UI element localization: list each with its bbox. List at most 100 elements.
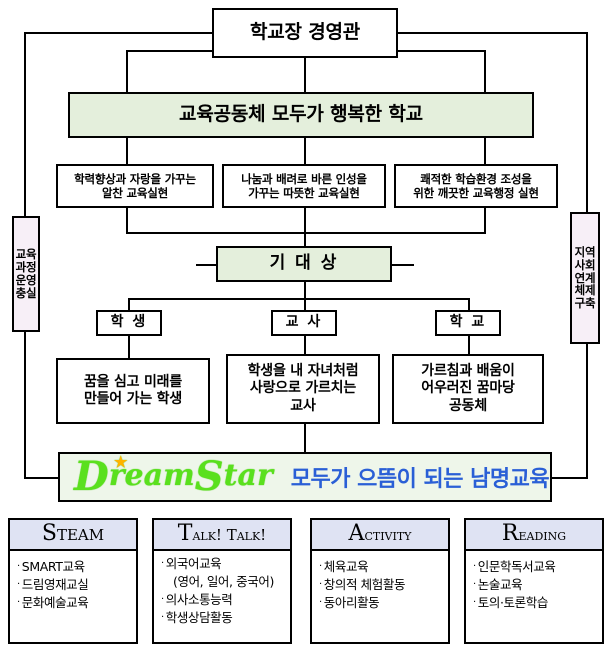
list-item-label: 논술교육 [477,577,523,593]
list-item: ·SMART교육 [17,558,136,576]
target-label-school-text: 학 교 [449,314,487,331]
connector-top-right-horizontal [398,32,588,34]
principal-management-view-box: 학교장 경영관 [212,8,398,58]
pillar-card-talk-header: Talk! Talk! [154,520,290,551]
steam-head-rest: TEAM [56,526,105,544]
pillar-card-activity: Activity ·체육교육 ·창의적 체험활동 ·동아리활동 [310,518,450,644]
goal-3-line-2: 위한 깨끗한 교육행정 실현 [413,186,539,200]
connector-top-left-horizontal [24,32,212,34]
connector-goal-merge-left [126,232,306,234]
bullet-icon: · [17,561,20,572]
connector-target-bus [128,298,468,300]
dreamstar-logo: ★ DreamStar [74,455,273,497]
connector-target3-to-desc [468,336,470,354]
connector-target1-to-desc [128,336,130,358]
list-item: ·학생상담활동 [161,609,290,627]
principal-management-view-label: 학교장 경영관 [249,21,361,44]
list-item-label: 체육교육 [323,559,369,574]
bullet-icon: · [319,561,322,572]
target-desc-student: 꿈을 심고 미래를 만들어 가는 학생 [56,358,210,424]
reading-head-rest: eading [518,526,567,544]
vision-box: 교육공동체 모두가 행복한 학교 [68,92,534,138]
pillar-card-reading-list: ·인문학독서교육 ·논술교육 ·토의·토론학습 [466,551,602,618]
expected-outcome-label: 기 대 상 [269,253,339,274]
bullet-icon: · [161,594,164,606]
goal-box-2: 나눔과 배려로 바른 인성을 가꾸는 따뜻한 교육실현 [222,164,386,208]
target-desc-student-line-1: 꿈을 심고 미래를 [83,373,183,390]
list-item-label: 의사소통능력 [165,592,233,608]
bullet-icon: · [319,579,322,591]
talk-head-rest: alk! Talk! [192,526,267,544]
side-left-line-3: 운영 [15,273,37,287]
logo-rest-ream: ream [108,458,195,493]
target-desc-teacher-line-2: 사랑으로 가르치는 [249,380,357,397]
connector-target2-down [304,298,306,310]
logo-rest-tar: tar [223,458,273,493]
side-left-line-1: 교육 [15,247,37,262]
connector-vision-to-goal [304,138,306,164]
goal-box-1: 학력향상과 자랑을 가꾸는 알찬 교육실현 [56,164,214,208]
target-desc-school-line-2: 어우러진 꿈마당 [421,380,515,397]
connector-expected-right-stub [392,264,414,266]
connector-goal2-down [304,208,306,260]
list-item-label: 문화예술교육 [21,595,89,611]
connector-target1-down [128,298,130,310]
target-desc-teacher-line-1: 학생을 내 자녀처럼 [247,362,359,379]
list-item: ·인문학독서교육 [473,558,602,576]
list-item-label: 창의적 체험활동 [323,577,406,593]
list-item: ·의사소통능력 [161,591,290,609]
list-item-label: 토의·토론학습 [477,595,549,611]
connector-goal1-down [126,208,128,234]
list-item-label: 학생상담활동 [165,610,233,626]
list-item: ·창의적 체험활동 [319,576,448,594]
connector-banner-left-stub [24,477,60,479]
pillar-card-steam: STEAM ·SMART교육 ·드림영재교실 ·문화예술교육 [8,518,138,644]
side-right-line-2: 사회 [574,257,596,272]
bullet-icon: · [473,579,476,591]
goal-2-line-1: 나눔과 배려로 바른 인성을 [241,171,367,186]
list-item-label: 인문학독서교육 [477,559,556,574]
connector-desc2-to-banner [304,424,306,452]
connector-top-to-vision [304,58,306,92]
pillar-card-reading: Reading ·인문학독서교육 ·논술교육 ·토의·토론학습 [464,518,604,644]
side-right-line-5: 구축 [574,296,596,311]
connector-target3-down [468,298,470,310]
bullet-icon: · [161,612,164,624]
steam-head-cap: S [41,521,57,546]
bullet-icon: · [473,561,476,572]
goal-2-line-2: 가꾸는 따뜻한 교육실현 [248,186,360,200]
talk-head-cap: T [177,521,193,546]
connector-goal-bus-left [126,50,212,52]
connector-goal3-down [484,208,486,234]
pillar-card-steam-header: STEAM [10,520,136,551]
pillar-card-reading-header: Reading [466,520,602,551]
target-label-teacher: 교 사 [271,310,337,336]
list-item: ·체육교육 [319,558,448,576]
reading-head-cap: R [501,521,519,546]
pillar-card-activity-list: ·체육교육 ·창의적 체험활동 ·동아리활동 [312,551,448,618]
side-label-curriculum-left: 교육 과정 운영 충실 [12,216,40,332]
side-right-line-3: 연계 [574,270,596,285]
target-label-student-text: 학 생 [110,314,148,331]
list-item-label: 드림영재교실 [21,577,89,593]
vision-label: 교육공동체 모두가 행복한 학교 [179,103,423,126]
goal-3-line-1: 쾌적한 학습환경 조성을 [420,171,532,186]
connector-goal-bus-right [398,50,486,52]
activity-head-rest: ctivity [364,526,412,544]
side-left-line-2: 과정 [15,260,37,275]
target-label-school: 학 교 [435,310,501,336]
list-item: ·외국어교육 [161,555,290,573]
side-left-line-4: 충실 [15,285,37,300]
list-item: (영어, 일어, 중국어) [161,573,290,591]
logo-cap-d: D [74,453,109,500]
connector-expected-left-stub [196,264,216,266]
goal-box-3: 쾌적한 학습환경 조성을 위한 깨끗한 교육행정 실현 [394,164,558,208]
connector-target2-to-desc [304,336,306,354]
connector-banner-right-stub [550,477,588,479]
dreamstar-banner: ★ DreamStar 모두가 으뜸이 되는 남명교육 [58,452,552,502]
target-label-student: 학 생 [96,310,162,336]
bullet-icon: · [17,597,20,609]
target-desc-teacher: 학생을 내 자녀처럼 사랑으로 가르치는 교사 [226,354,380,424]
list-item-label: (영어, 일어, 중국어) [173,574,274,590]
